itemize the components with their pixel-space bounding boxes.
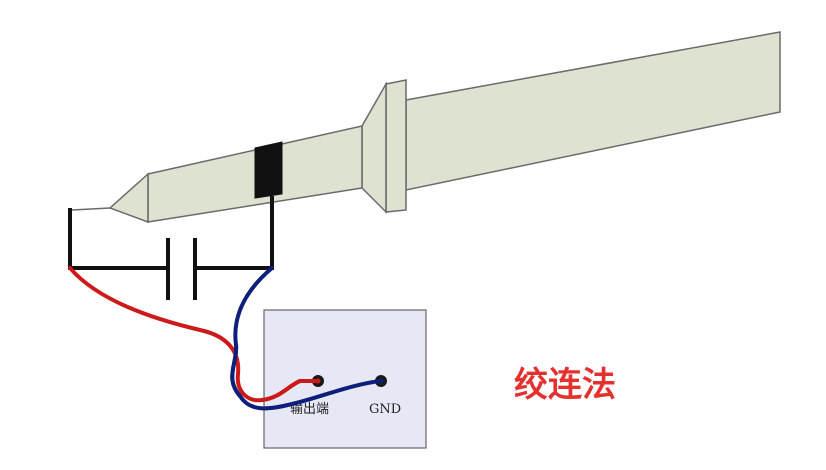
gnd-terminal-label: GND — [369, 402, 401, 417]
method-caption: 绞连法 — [514, 365, 616, 405]
test-board: 输出端 GND — [263, 309, 427, 449]
probe-needle — [71, 207, 111, 211]
capacitor-network — [68, 196, 274, 300]
probe-cone — [361, 81, 387, 214]
probe-ground-band — [254, 141, 283, 199]
probe-handle — [405, 31, 781, 191]
probe-tip-cone — [108, 172, 149, 224]
oscilloscope-probe — [71, 31, 781, 224]
probe-flange — [385, 79, 407, 213]
twisted-wires — [68, 266, 383, 411]
output-terminal-label: 输出端 — [290, 401, 329, 417]
